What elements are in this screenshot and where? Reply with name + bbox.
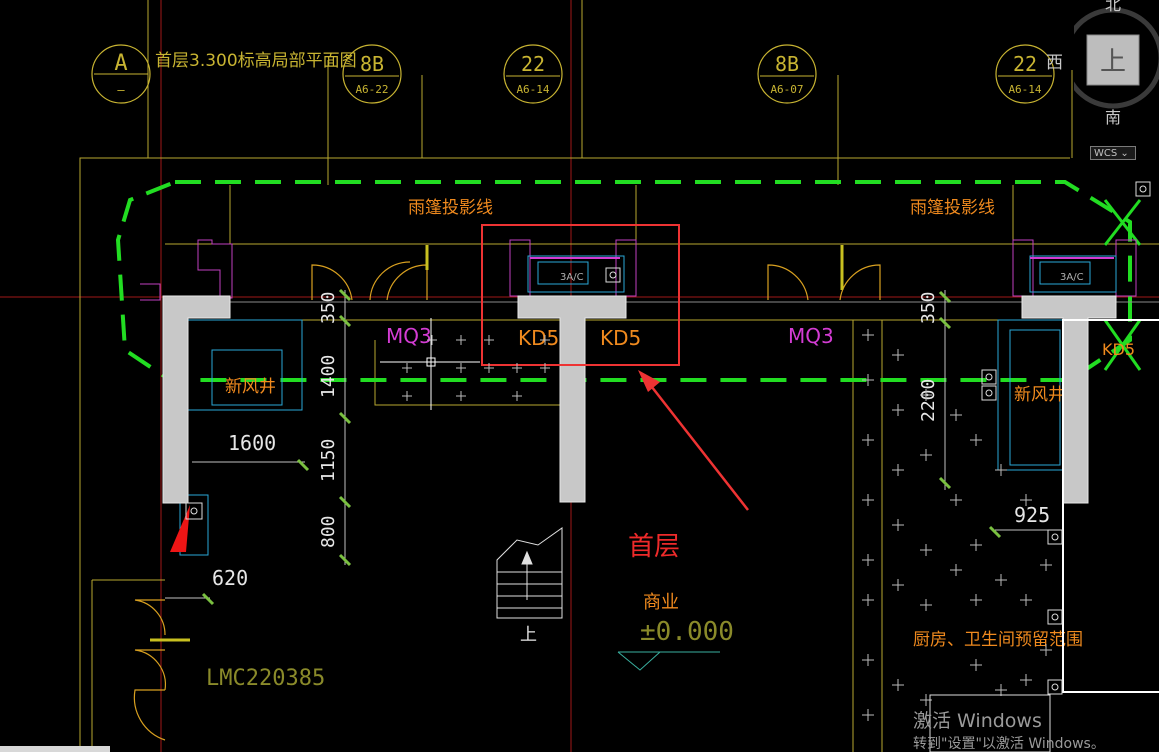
grid-bubble-label: 8B bbox=[775, 52, 799, 76]
wcs-label: WCS bbox=[1094, 148, 1118, 159]
crosshair-cursor bbox=[380, 318, 480, 410]
viewcube-west[interactable]: 西 bbox=[1046, 53, 1063, 73]
activate-windows-title: 激活 Windows bbox=[913, 710, 1042, 732]
elevation-marker bbox=[617, 651, 720, 671]
dim-1600: 1600 bbox=[228, 431, 276, 455]
mq3-label-left: MQ3 bbox=[386, 324, 432, 348]
grid-bubble-sub: A6-14 bbox=[1008, 83, 1041, 96]
dim-620: 620 bbox=[212, 566, 248, 590]
grid-bubble-sub: A6-14 bbox=[516, 83, 549, 96]
grid-bubble-sub: A6-22 bbox=[355, 83, 388, 96]
grid-bubble-a-label: A bbox=[114, 51, 127, 76]
dim-1400: 1400 bbox=[318, 355, 339, 398]
door-code-label: LMC220385 bbox=[206, 666, 325, 691]
highlight-arrow bbox=[638, 370, 749, 511]
dim-2200: 2200 bbox=[918, 379, 939, 422]
unit-tag: 3A/C bbox=[1060, 272, 1084, 283]
grid-bubble-a-sub: — bbox=[117, 83, 125, 97]
grid-bubble-22-2[interactable]: 22 A6-14 bbox=[995, 44, 1055, 104]
floor-label: 首层 bbox=[628, 532, 680, 562]
dim-1150: 1150 bbox=[318, 439, 339, 482]
grid-bubble-label: 8B bbox=[360, 52, 384, 76]
xinfengjing-label-right: 新风井 bbox=[1014, 385, 1065, 405]
reserved-room-outline bbox=[1062, 319, 1159, 693]
viewcube-north[interactable]: 北 bbox=[1105, 0, 1121, 14]
wall-right bbox=[1021, 295, 1117, 504]
xinfengjing-label-left: 新风井 bbox=[225, 377, 276, 397]
canopy-label-right: 雨篷投影线 bbox=[910, 198, 995, 218]
canopy-projection-line[interactable] bbox=[115, 180, 1132, 382]
stair-symbol[interactable] bbox=[496, 527, 563, 619]
grid-bubble-8b-2[interactable]: 8B A6-07 bbox=[757, 44, 817, 104]
wcs-menu-button[interactable]: WCS ⌄ bbox=[1090, 146, 1136, 160]
highlight-box[interactable] bbox=[481, 224, 680, 366]
dimension-ticks bbox=[201, 288, 1002, 606]
activate-windows-subtitle: 转到"设置"以激活 Windows。 bbox=[913, 735, 1105, 752]
dim-350-left: 350 bbox=[318, 291, 339, 324]
kitchen-reserve-label: 厨房、卫生间预留范围 bbox=[913, 630, 1083, 650]
elevation-label: ±0.000 bbox=[640, 617, 734, 647]
viewcube[interactable]: 上 北 南 bbox=[1062, 0, 1159, 150]
canopy-cross-mark bbox=[1103, 199, 1142, 371]
kd5-label-right: KD5 bbox=[600, 326, 641, 350]
grid-crosses bbox=[402, 329, 1052, 721]
room-label-shangye: 商业 bbox=[643, 592, 679, 613]
dim-925: 925 bbox=[1014, 503, 1050, 527]
grid-bubble-8b-1[interactable]: 8B A6-22 bbox=[342, 44, 402, 104]
stair-up-label: 上 bbox=[520, 625, 537, 645]
grid-bubble-label: 22 bbox=[521, 52, 545, 76]
door-swings bbox=[133, 261, 881, 741]
walls[interactable] bbox=[162, 295, 1117, 504]
canopy-label-left: 雨篷投影线 bbox=[408, 198, 493, 218]
mq3-label-right: MQ3 bbox=[788, 324, 834, 348]
facade-details bbox=[140, 239, 1159, 303]
bottom-tab-strip[interactable] bbox=[0, 746, 110, 752]
red-marker bbox=[170, 505, 190, 552]
dim-800: 800 bbox=[318, 515, 339, 548]
viewcube-south[interactable]: 南 bbox=[1105, 108, 1121, 127]
drawing-title: 首层3.300标高局部平面图 bbox=[155, 51, 357, 71]
drawing-frame bbox=[79, 0, 1159, 752]
kd5-label-partial: KD5 bbox=[1102, 340, 1135, 359]
dim-350-right: 350 bbox=[918, 291, 939, 324]
viewcube-top-face[interactable] bbox=[1086, 34, 1140, 86]
wall-center-column bbox=[517, 295, 627, 503]
door-leaves bbox=[150, 245, 844, 642]
chevron-down-icon: ⌄ bbox=[1120, 148, 1129, 159]
grid-bubble-22-1[interactable]: 22 A6-14 bbox=[503, 44, 563, 104]
wall-left bbox=[162, 295, 231, 504]
grid-bubble-label: 22 bbox=[1013, 52, 1037, 76]
unit-tag: 3A/C bbox=[560, 272, 584, 283]
viewcube-top-label: 上 bbox=[1100, 47, 1126, 77]
grid-bubble-sub: A6-07 bbox=[770, 83, 803, 96]
small-fixtures bbox=[185, 181, 1151, 752]
grid-bubble-a[interactable]: A — bbox=[91, 44, 151, 104]
kd5-label-left: KD5 bbox=[518, 326, 559, 350]
